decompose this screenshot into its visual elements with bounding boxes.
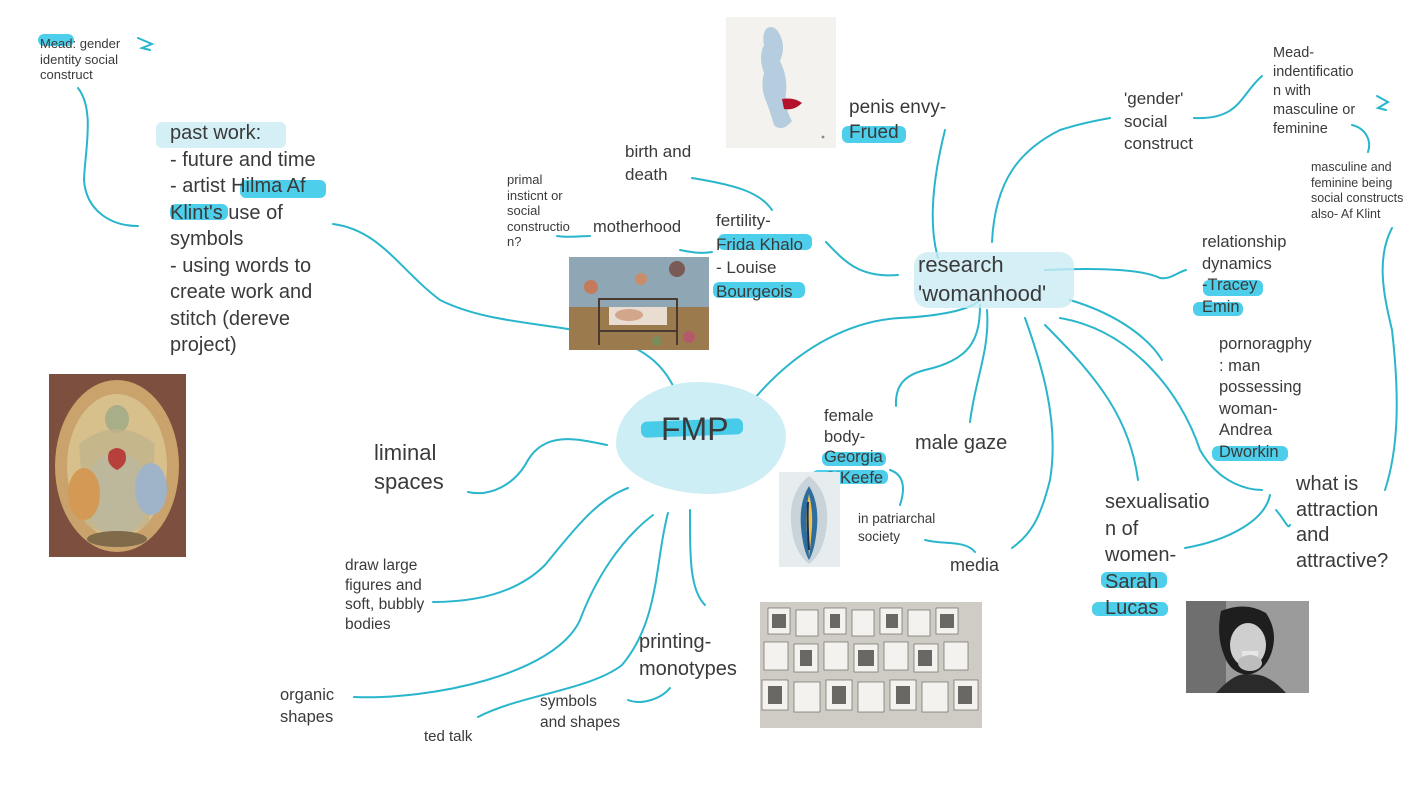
organic-shapes-node: organic shapes bbox=[280, 686, 335, 726]
louise-bourgeois-figure bbox=[726, 17, 836, 148]
frida-highlight bbox=[718, 234, 812, 250]
past-work-note: past work: - future and time - artist Hi… bbox=[170, 122, 316, 356]
klint-highlight bbox=[170, 204, 228, 220]
past-work-highlight bbox=[156, 122, 286, 148]
monotype-prints-wall bbox=[760, 602, 982, 728]
gender-construct-node: 'gender' social construct bbox=[1124, 89, 1193, 153]
mead-highlight bbox=[38, 34, 74, 46]
primal-node: primal insticnt or social constructio n? bbox=[507, 172, 570, 249]
dworkin-highlight bbox=[1212, 446, 1288, 461]
research-highlight bbox=[914, 252, 1074, 308]
sarah-lucas-portrait bbox=[1186, 601, 1309, 693]
ted-talk-node: ted talk bbox=[424, 728, 473, 745]
attraction-node: what is attraction and attractive? bbox=[1296, 473, 1389, 572]
lucas-highlight bbox=[1092, 602, 1168, 616]
liminal-spaces-node: liminal spaces bbox=[374, 440, 444, 494]
masc-fem-node: masculine and feminine being social cons… bbox=[1311, 160, 1404, 221]
research-node: research 'womanhood' bbox=[918, 252, 1047, 306]
printing-node: printing- monotypes bbox=[639, 631, 737, 680]
bourgeois-highlight bbox=[713, 282, 805, 298]
emin-highlight bbox=[1193, 302, 1243, 316]
mead-ident-node: Mead- indentificatio n with masculine or… bbox=[1273, 45, 1356, 137]
pornography-node: pornoragphy : man possessing woman- Andr… bbox=[1219, 335, 1312, 461]
draw-large-node: draw large figures and soft, bubbly bodi… bbox=[345, 557, 425, 633]
frued-highlight bbox=[842, 126, 906, 143]
motherhood-node: motherhood bbox=[593, 218, 682, 236]
center-node: FMP bbox=[661, 411, 729, 447]
media-node: media bbox=[950, 555, 1000, 575]
georgia-okeeffe-flower bbox=[779, 472, 840, 567]
tracey-highlight bbox=[1203, 280, 1263, 296]
hilma-highlight bbox=[240, 180, 326, 198]
female-body-node: female body- Georgia O'Keefe bbox=[824, 407, 884, 487]
penis-envy-node: penis envy- Frued bbox=[849, 97, 947, 143]
georgia-highlight bbox=[822, 452, 886, 466]
sarah-highlight bbox=[1101, 572, 1167, 588]
scribble-icon bbox=[1375, 95, 1391, 111]
frida-kahlo-henry-ford-hospital bbox=[569, 257, 709, 350]
mead-gender-note: Mead: gender identity social construct bbox=[40, 36, 121, 82]
fertility-node: fertility- Frida Khalo - Louise Bourgeoi… bbox=[716, 211, 803, 301]
patriarchal-node: in patriarchal society bbox=[858, 511, 936, 544]
sexualisation-node: sexualisatio n of women- Sarah Lucas bbox=[1105, 491, 1210, 619]
hilma-af-klint-painting bbox=[49, 374, 186, 557]
male-gaze-node: male gaze bbox=[915, 432, 1008, 454]
relationship-node: relationship dynamics -Tracey Emin bbox=[1202, 233, 1287, 316]
birth-death-node: birth and death bbox=[625, 142, 692, 184]
scribble-icon bbox=[137, 37, 155, 51]
center-bubble bbox=[616, 382, 786, 494]
symbols-shapes-node: symbols and shapes bbox=[540, 693, 621, 731]
